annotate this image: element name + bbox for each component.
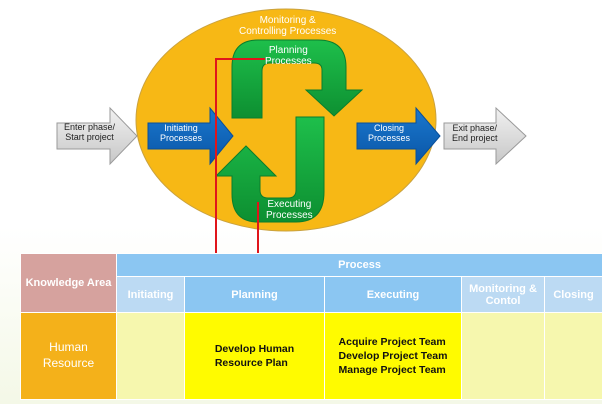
knowledge-area-header: Knowledge Area bbox=[20, 253, 117, 313]
closing-arrow bbox=[356, 106, 441, 166]
executing-cell: Acquire Project Team Develop Project Tea… bbox=[324, 312, 462, 400]
planning-cell-text: Develop Human Resource Plan bbox=[215, 342, 294, 370]
executing-process-line-3: Manage Project Team bbox=[338, 364, 446, 377]
human-resource-cell: Human Resource bbox=[20, 312, 117, 400]
closing-column-header: Closing bbox=[543, 276, 602, 313]
monitoring-oval bbox=[135, 8, 437, 232]
monitoring-column-header: Monitoring & Contol bbox=[461, 276, 545, 313]
planning-process-line-2: Resource Plan bbox=[214, 357, 288, 369]
exit-phase-label: Exit phase/ End project bbox=[452, 123, 498, 143]
initiating-label: Initiating Processes bbox=[160, 123, 203, 143]
monitoring-cell bbox=[461, 312, 545, 400]
executing-column-header: Executing bbox=[324, 276, 462, 313]
planning-column-header: Planning bbox=[184, 276, 325, 313]
executing-label: Executing Processes bbox=[266, 199, 313, 221]
planning-connector-line bbox=[215, 58, 265, 297]
enter-phase-label: Enter phase/ Start project bbox=[64, 122, 116, 142]
closing-cell bbox=[543, 312, 602, 400]
planning-label: Planning Processes bbox=[265, 45, 312, 67]
monitoring-label: Monitoring & Controlling Processes bbox=[239, 15, 337, 37]
initiating-column-header: Initiating bbox=[116, 276, 185, 313]
initiating-arrow bbox=[147, 106, 234, 166]
executing-process-line-2: Develop Project Team bbox=[338, 349, 448, 362]
top-band bbox=[0, 0, 602, 12]
executing-cycle-arrow bbox=[214, 116, 325, 223]
planning-process-line-1: Develop Human bbox=[214, 342, 295, 355]
planning-cell: Develop Human Resource Plan bbox=[184, 312, 325, 400]
executing-process-line-1: Acquire Project Team bbox=[338, 335, 446, 348]
process-header: Process bbox=[115, 252, 602, 278]
enter-phase-arrow bbox=[56, 106, 138, 166]
closing-label: Closing Processes bbox=[368, 123, 411, 143]
table-header-row-1: Knowledge Area Process bbox=[20, 252, 602, 313]
knowledge-area-table: Knowledge Area Process Initiating Planni… bbox=[20, 252, 602, 400]
exit-phase-arrow bbox=[443, 106, 527, 166]
table-header-row-2: Initiating Planning Executing Monitoring… bbox=[21, 276, 602, 313]
table-row: Human Resource Develop Human Resource Pl… bbox=[20, 312, 602, 400]
initiating-cell bbox=[116, 312, 185, 400]
executing-cell-text: Acquire Project Team Develop Project Tea… bbox=[339, 335, 448, 378]
